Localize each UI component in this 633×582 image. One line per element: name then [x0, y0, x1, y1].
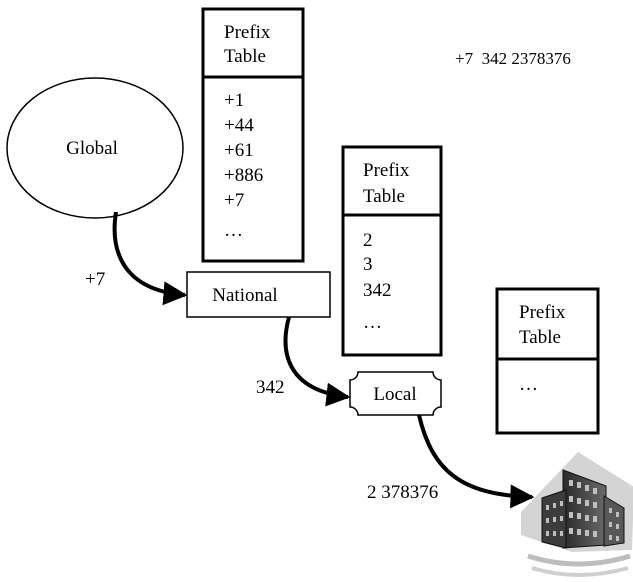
- prefix-table-1: Prefix Table +1 +44 +61 +886 +7 …: [201, 7, 305, 263]
- national-node: National: [186, 271, 331, 318]
- table1-row: +61: [224, 140, 254, 161]
- table3-header-line2: Table: [519, 327, 561, 348]
- edge-label-subscriber-number: 2 378376: [367, 482, 438, 503]
- local-node: Local: [349, 371, 442, 416]
- table1-row: +44: [224, 115, 254, 136]
- edge-label-area-code: 342: [256, 377, 285, 398]
- edge-label-country-code: +7: [85, 269, 105, 290]
- global-label: Global: [66, 138, 118, 159]
- table2-header-line2: Table: [363, 186, 405, 207]
- table2-row: 2: [363, 230, 373, 251]
- prefix-table-2: Prefix Table 2 3 342 …: [341, 145, 443, 357]
- table2-row: …: [363, 312, 382, 333]
- office-building-icon: [521, 452, 633, 577]
- arrow-global-to-national: [112, 211, 188, 306]
- arrow-local-to-building: [417, 414, 535, 509]
- arrow-national-to-local: [283, 316, 351, 407]
- table2-row: 342: [363, 280, 392, 301]
- number-example: +7 342 2378376: [455, 49, 571, 68]
- prefix-table-3: Prefix Table …: [495, 287, 600, 435]
- local-label: Local: [373, 384, 416, 405]
- national-label: National: [212, 285, 277, 306]
- table1-header-line1: Prefix: [224, 22, 271, 43]
- table3-header-line1: Prefix: [519, 302, 566, 323]
- table1-header-line2: Table: [224, 46, 266, 67]
- table1-row: +7: [224, 190, 244, 211]
- table1-row: +886: [224, 165, 263, 186]
- table2-header-line1: Prefix: [363, 160, 410, 181]
- global-node: Global: [6, 77, 184, 219]
- table1-row: …: [224, 220, 243, 241]
- table3-row: …: [519, 374, 538, 395]
- table1-row: +1: [224, 90, 244, 111]
- table2-row: 3: [363, 254, 373, 275]
